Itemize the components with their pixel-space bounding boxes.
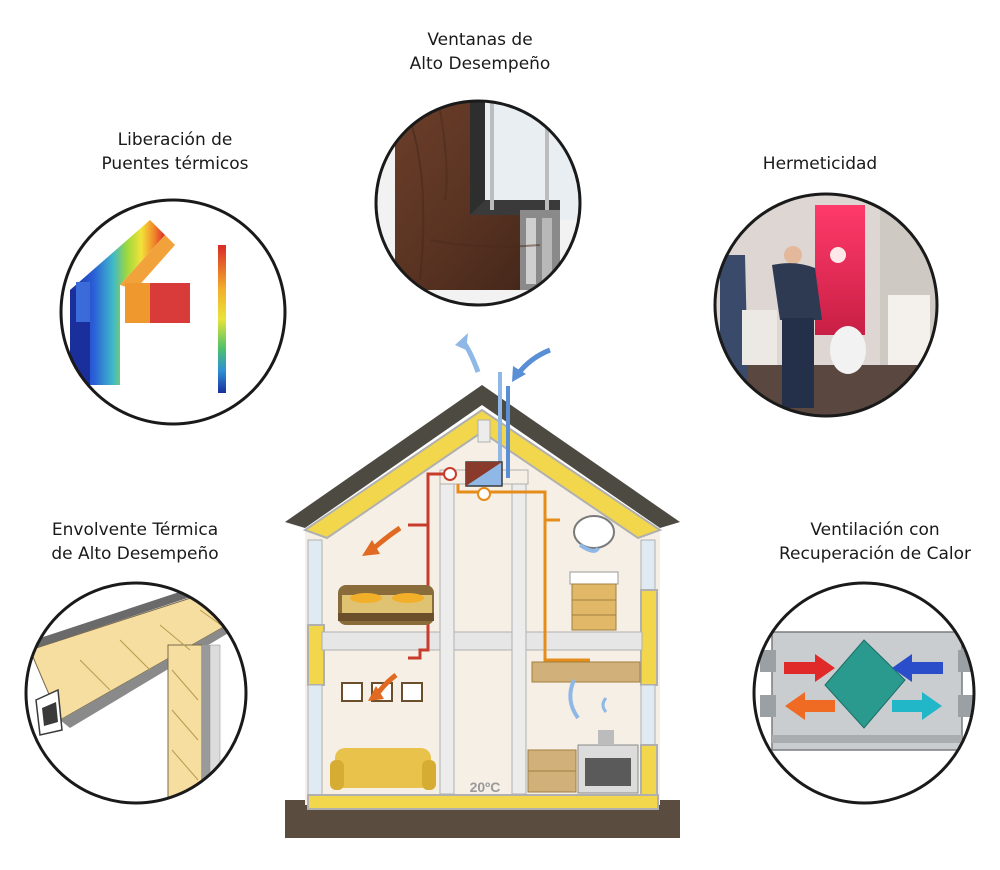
thermal-bridges-image — [59, 198, 287, 426]
envelope-image — [24, 581, 248, 805]
roof — [285, 385, 680, 528]
label-windows: Ventanas de Alto Desempeño — [380, 28, 580, 76]
label-windows-line1: Ventanas de — [427, 30, 533, 50]
airtightness-circle-frame — [713, 192, 939, 418]
label-airtightness-line1: Hermeticidad — [762, 154, 878, 174]
supply-duct — [456, 484, 590, 662]
roof-insulation — [302, 408, 663, 540]
sofa — [330, 748, 436, 790]
windows-image — [374, 99, 582, 307]
label-thermal-bridges-line2: Puentes térmicos — [101, 154, 249, 174]
airtightness-image — [713, 192, 939, 418]
label-ventilation-line1: Ventilación con — [810, 520, 940, 540]
bed — [338, 585, 434, 625]
house-illustration — [285, 333, 680, 838]
bathroom — [569, 515, 619, 631]
ground-slab-insulation — [307, 794, 659, 810]
stove — [577, 730, 639, 794]
thermal-bridges-circle-frame — [59, 198, 287, 426]
kitchen-cabinets — [531, 661, 641, 683]
label-thermal-bridges-line1: Liberación de — [117, 130, 233, 150]
label-envelope-line1: Envolvente Térmica — [51, 520, 219, 540]
temperature-label: 20ºC — [470, 779, 501, 795]
floor-slab — [321, 631, 643, 651]
steam-arrow-icon — [568, 679, 580, 720]
envelope-circle-frame — [24, 581, 248, 805]
label-envelope: Envolvente Térmica de Alto Desempeño — [20, 518, 250, 566]
label-ventilation: Ventilación con Recuperación de Calor — [755, 518, 995, 566]
ventilation-image — [752, 581, 976, 805]
label-envelope-line2: de Alto Desempeño — [51, 544, 219, 564]
label-ventilation-line2: Recuperación de Calor — [779, 544, 971, 564]
label-windows-line2: Alto Desempeño — [409, 54, 551, 74]
label-thermal-bridges: Liberación de Puentes térmicos — [70, 128, 280, 176]
label-airtightness: Hermeticidad — [735, 152, 905, 176]
incoming-air-arrow-icon — [516, 347, 551, 376]
windows-circle-frame — [374, 99, 582, 307]
extract-duct — [408, 472, 450, 660]
ventilation-circle-frame — [752, 581, 976, 805]
